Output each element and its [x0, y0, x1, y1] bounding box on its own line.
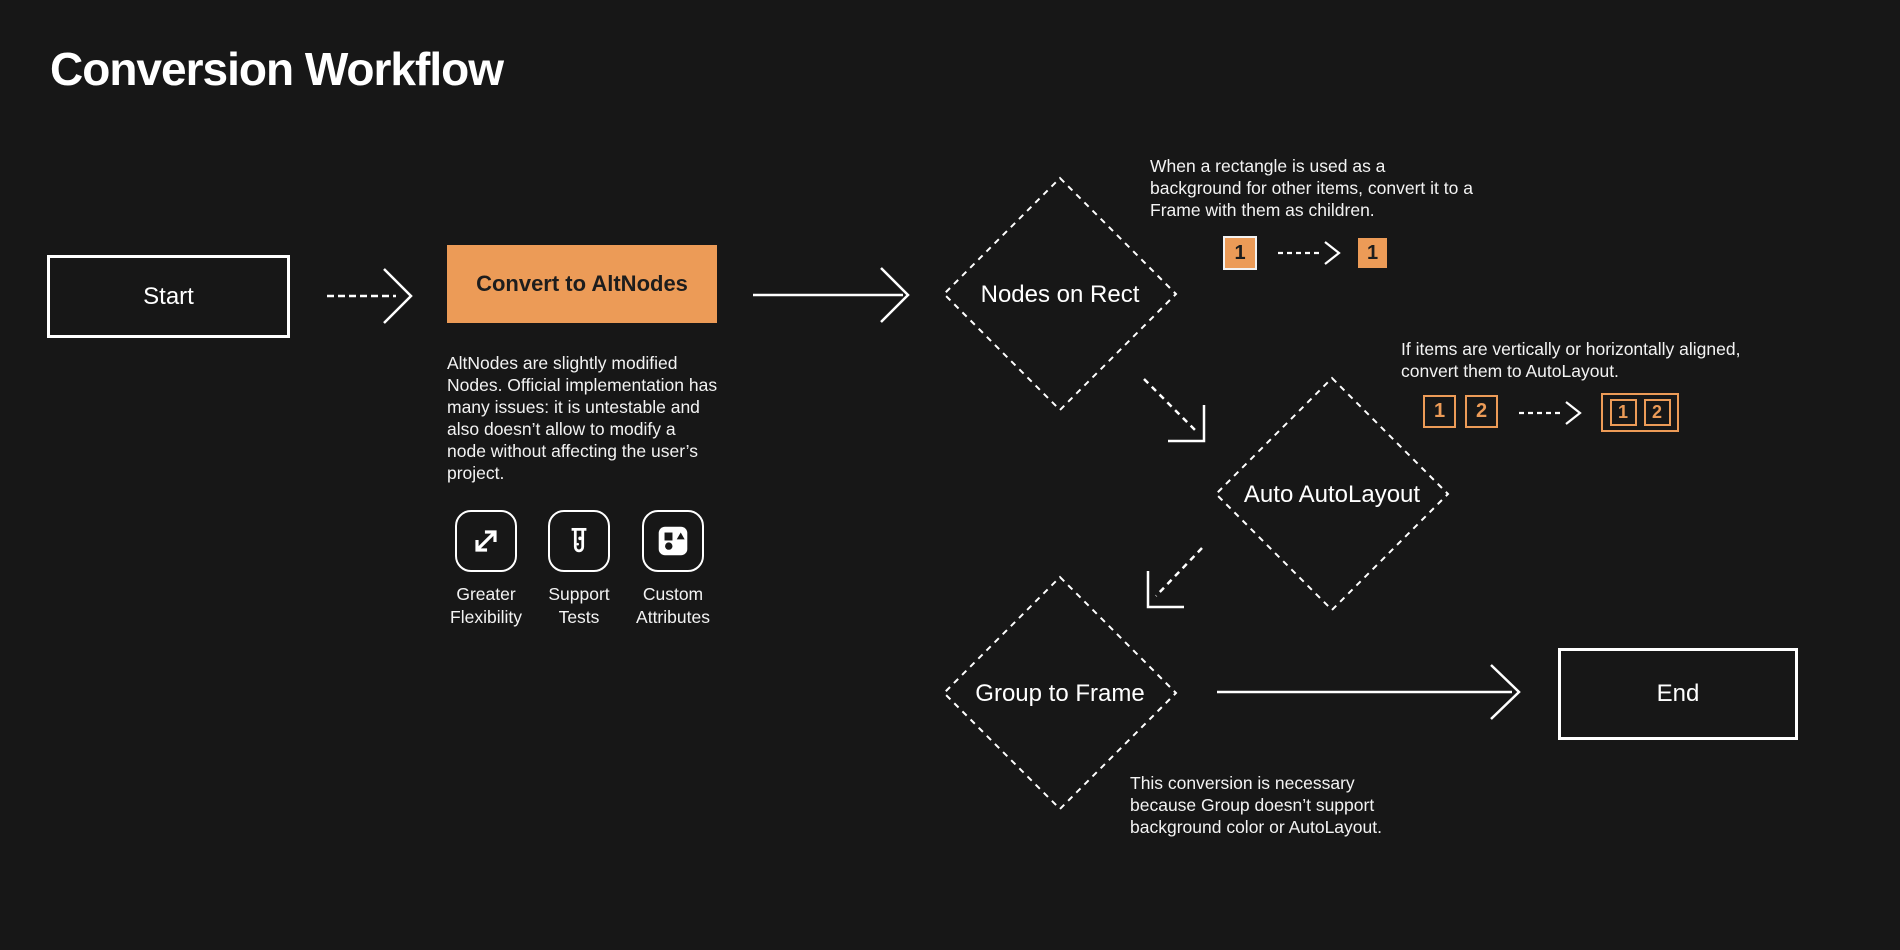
arrow-group-to-end — [1217, 664, 1521, 720]
align-example-result-2: 2 — [1643, 399, 1671, 426]
align-example-item-2: 2 — [1465, 395, 1498, 428]
feature-support-tests: Support Tests — [529, 510, 629, 629]
align-example-item-1: 1 — [1423, 395, 1456, 428]
group-to-frame-annotation: This conversion is necessary because Gro… — [1130, 773, 1382, 837]
arrow-align-example — [1519, 401, 1582, 425]
arrow-convert-to-nodes-on-rect — [753, 267, 910, 323]
convert-to-altnodes-node: Convert to AltNodes — [447, 245, 717, 323]
nodes-on-rect-label: Nodes on Rect — [980, 281, 1140, 308]
nodes-on-rect-annotation: When a rectangle is used as a background… — [1150, 156, 1473, 220]
page-title: Conversion Workflow — [50, 43, 504, 95]
arrow-nodes-to-autolayout — [1143, 378, 1206, 443]
feature-custom-attributes: Custom Attributes — [623, 510, 723, 629]
feature-label: Custom Attributes — [636, 584, 710, 627]
arrow-start-to-convert — [327, 268, 413, 324]
rect-example-after: 1 — [1358, 238, 1387, 268]
shapes-icon — [642, 510, 704, 572]
feature-label: Support Tests — [548, 584, 610, 627]
test-tube-icon — [548, 510, 610, 572]
auto-autolayout-label: Auto AutoLayout — [1243, 481, 1421, 508]
end-node-label: End — [1656, 680, 1700, 707]
arrow-autolayout-to-group — [1146, 547, 1203, 609]
autolayout-frame-example: 1 2 — [1601, 393, 1679, 432]
convert-node-label: Convert to AltNodes — [476, 271, 688, 296]
feature-greater-flexibility: Greater Flexibility — [436, 510, 536, 629]
rect-example-before: 1 — [1223, 236, 1257, 270]
auto-autolayout-annotation: If items are vertically or horizontally … — [1401, 339, 1741, 381]
altnodes-description: AltNodes are slightly modified Nodes. Of… — [447, 353, 718, 483]
expand-arrows-icon — [455, 510, 517, 572]
start-node: Start — [47, 255, 290, 338]
align-example-result-1: 1 — [1609, 399, 1637, 426]
group-to-frame-label: Group to Frame — [975, 680, 1145, 707]
end-node: End — [1558, 648, 1798, 740]
arrow-rect-example — [1278, 241, 1341, 265]
start-node-label: Start — [143, 282, 194, 310]
feature-label: Greater Flexibility — [450, 584, 522, 627]
